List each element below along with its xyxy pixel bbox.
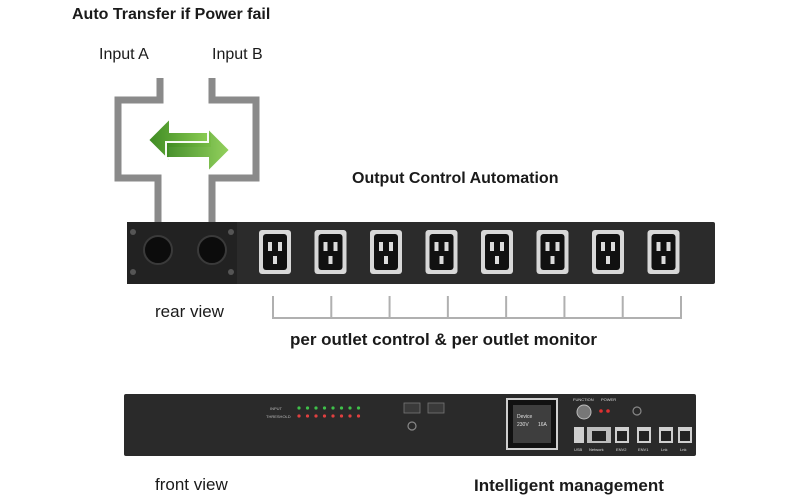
- power-label: POWER: [601, 397, 616, 402]
- input-a-cable: [114, 78, 164, 248]
- output-control-heading: Output Control Automation: [352, 170, 559, 187]
- led-row-label-threshold: THRESHOLD: [266, 414, 291, 419]
- input-b-inlet: [197, 235, 227, 265]
- input-led-4: [322, 406, 327, 410]
- screw-icon: [228, 269, 234, 275]
- input-led-7: [348, 406, 352, 410]
- threshold-led-4: [322, 414, 327, 418]
- screw-icon: [228, 229, 234, 235]
- threshold-led-7: [348, 414, 352, 418]
- outlet-6: [536, 230, 569, 274]
- network-label: Network: [589, 447, 604, 452]
- enter-button[interactable]: [427, 402, 445, 414]
- input-led-1: [297, 406, 301, 410]
- reset-gear-icon[interactable]: [407, 421, 417, 431]
- env1-label: ENV1: [638, 447, 649, 452]
- input-led-8: [356, 406, 361, 410]
- threshold-led-8: [356, 414, 361, 418]
- env2-label: ENV2: [616, 447, 627, 452]
- outlet-group: [259, 230, 680, 274]
- input-led-6: [339, 406, 344, 410]
- function-knob[interactable]: [576, 404, 592, 420]
- lcd-line-2: 230V: [517, 422, 529, 428]
- gear-icon: [632, 406, 642, 416]
- transfer-arrows-icon: [146, 115, 232, 175]
- link-label-1: Lnk: [661, 447, 667, 452]
- input-b-cable: [208, 78, 260, 248]
- per-outlet-heading: per outlet control & per outlet monitor: [290, 330, 597, 349]
- outlet-bracket: [272, 296, 682, 319]
- usb-port[interactable]: [574, 427, 584, 443]
- threshold-led-1: [297, 414, 301, 418]
- screw-icon: [130, 229, 136, 235]
- outlet-1: [259, 230, 291, 274]
- auto-transfer-heading: Auto Transfer if Power fail: [72, 6, 271, 23]
- menu-button[interactable]: [403, 402, 421, 414]
- usb-label: USB: [574, 447, 583, 452]
- input-led-3: [314, 406, 318, 410]
- outlet-3: [370, 230, 402, 274]
- led-row-label-input: INPUT: [270, 406, 283, 411]
- threshold-led-2: [305, 414, 310, 418]
- status-led: [606, 409, 610, 413]
- input-a-label: Input A: [99, 46, 149, 63]
- link-label-2: Lnk: [680, 447, 686, 452]
- lcd-line-3: 16A: [538, 422, 548, 428]
- lcd-line-1: Device: [517, 414, 533, 420]
- input-a-inlet: [143, 235, 173, 265]
- outlet-7: [592, 230, 624, 274]
- input-led-5: [331, 406, 335, 410]
- outlet-5: [481, 230, 513, 274]
- intelligent-management-heading: Intelligent management: [474, 476, 664, 495]
- power-led: [599, 409, 603, 413]
- threshold-led-3: [314, 414, 318, 418]
- bracket-ticks: [330, 296, 624, 318]
- outlet-4: [425, 230, 458, 274]
- lcd-screen: [513, 405, 551, 443]
- input-b-label: Input B: [212, 46, 263, 63]
- input-led-2: [305, 406, 310, 410]
- outlet-2: [314, 230, 347, 274]
- threshold-led-6: [339, 414, 344, 418]
- front-view-label: front view: [155, 475, 228, 494]
- rear-view-label: rear view: [155, 302, 224, 321]
- screw-icon: [130, 269, 136, 275]
- led-indicators: [297, 406, 361, 418]
- outlet-8: [647, 230, 680, 274]
- function-label: FUNCTION: [573, 397, 594, 402]
- threshold-led-5: [331, 414, 335, 418]
